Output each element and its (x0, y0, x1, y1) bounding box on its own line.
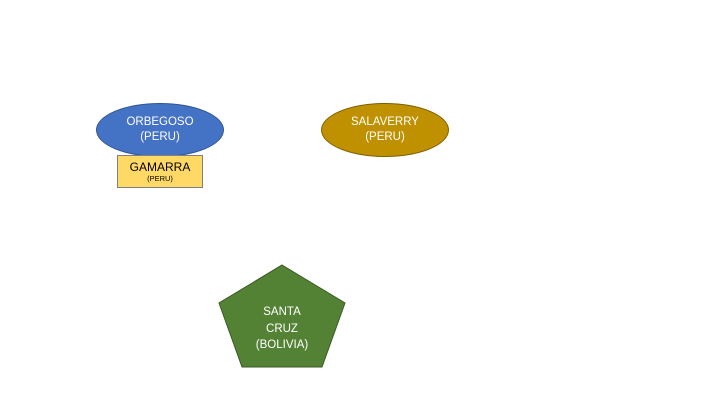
orbegoso-name: ORBEGOSO (126, 116, 194, 128)
santa-cruz-line1: SANTA (263, 306, 301, 318)
santa-cruz-country: (BOLIVIA) (255, 339, 309, 351)
orbegoso-country: (PERU) (140, 131, 180, 143)
gamarra-name: GAMARRA (129, 160, 191, 174)
gamarra-country: (PERU) (147, 174, 173, 183)
salaverry-country: (PERU) (365, 131, 405, 143)
gamarra-node: GAMARRA (PERU) (117, 155, 203, 188)
orbegoso-node: ORBEGOSO (PERU) (96, 103, 224, 157)
salaverry-node: SALAVERRY (PERU) (321, 103, 449, 157)
santa-cruz-line2: CRUZ (266, 322, 298, 335)
santa-cruz-label: SANTA CRUZ (BOLIVIA) (232, 304, 332, 354)
salaverry-name: SALAVERRY (351, 116, 419, 128)
